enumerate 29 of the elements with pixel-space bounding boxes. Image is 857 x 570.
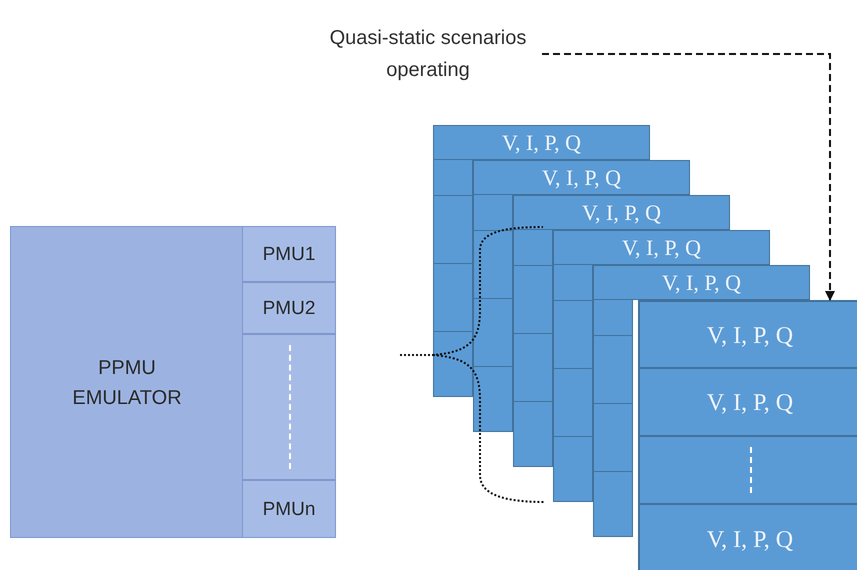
measurement-label: V, I, P, Q (582, 199, 662, 227)
data-row (639, 301, 857, 368)
data-row (639, 436, 857, 504)
data-card (593, 265, 810, 300)
data-card (433, 125, 650, 160)
pmu-label: PMU1 (262, 243, 316, 267)
emulator-label: PPMU EMULATOR (71, 356, 183, 411)
data-row (639, 368, 857, 436)
pmu-cell (242, 334, 336, 480)
pmu-cell (242, 480, 336, 538)
emulator-box (10, 226, 244, 538)
measurement-label: V, I, P, Q (706, 322, 794, 350)
data-card (513, 195, 730, 230)
data-card (473, 160, 690, 195)
measurement-label: V, I, P, Q (706, 389, 794, 418)
data-card (553, 230, 770, 265)
pmu-label: PMU2 (262, 297, 316, 321)
data-row (639, 504, 857, 570)
measurement-label: V, I, P, Q (706, 526, 794, 554)
measurement-label: V, I, P, Q (622, 234, 702, 262)
data-card (638, 300, 857, 570)
measurement-label: V, I, P, Q (662, 269, 742, 297)
pmu-cell (242, 226, 336, 282)
pmu-cell (242, 282, 336, 334)
measurement-label: V, I, P, Q (502, 129, 582, 157)
scenario-label: Quasi-static scenarios operating (318, 22, 538, 86)
arrow (542, 53, 835, 301)
pmu-label: PMUn (262, 498, 316, 522)
measurement-label: V, I, P, Q (542, 164, 622, 192)
